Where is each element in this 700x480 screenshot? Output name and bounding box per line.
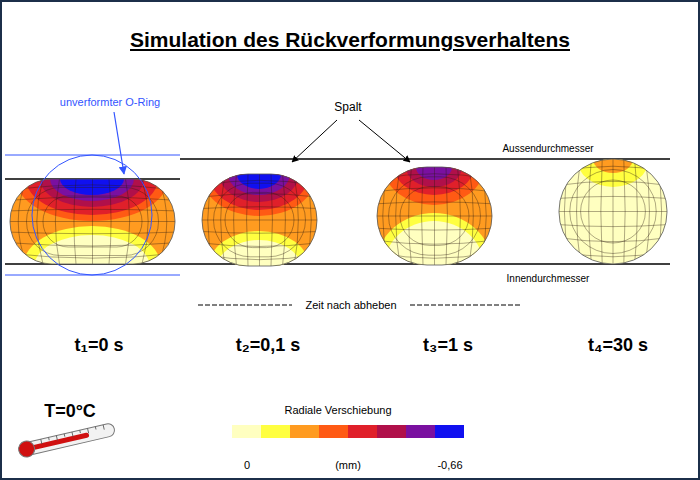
color-swatch [377,425,406,438]
scale-value: 0 [244,459,250,472]
o-ring-group [10,129,667,317]
o-ring-section [10,179,175,264]
o-ring-outline [377,167,492,265]
o-ring-outline [10,179,175,264]
time-dash [198,305,292,306]
color-swatch [261,425,290,438]
leader-arrow [359,120,410,162]
undeformed-o-ring [32,155,152,275]
o-ring-section [559,159,667,264]
color-swatch [232,425,261,438]
color-scale-bar [232,425,464,438]
color-swatch [348,425,377,438]
annotation: unverformter O-Ring [60,96,160,109]
color-swatch [435,425,464,438]
time-label: t₁=0 s [75,335,124,356]
title: Simulation des Rückverformungsverhaltens [130,28,570,52]
time-label: t₄=30 s [588,335,648,356]
color-swatch [290,425,319,438]
o-ring-outline [559,159,667,264]
scale-value: -0,66 [437,459,462,472]
thermometer [17,421,116,459]
time-label: t₂=0,1 s [236,335,301,356]
o-ring-outline [202,174,317,266]
temperature-label: T=0°C [44,401,96,422]
time-label: t₃=1 s [423,335,473,356]
outer-diameter-line [180,158,670,159]
leader-arrow [114,112,124,174]
color-swatch [319,425,348,438]
scale-title: Radiale Verschiebung [284,404,391,417]
o-ring-section [377,167,492,265]
leader-arrow [292,120,337,162]
dimension-label: Innendurchmesser [507,273,590,285]
annotation: Spalt [334,101,361,115]
time-dash [410,305,522,306]
scale-unit: (mm) [335,459,361,472]
color-swatch [406,425,435,438]
axis-label: Zeit nach abheben [305,299,396,312]
o-ring-section [202,174,317,266]
dimension-label: Aussendurchmesser [502,143,593,155]
